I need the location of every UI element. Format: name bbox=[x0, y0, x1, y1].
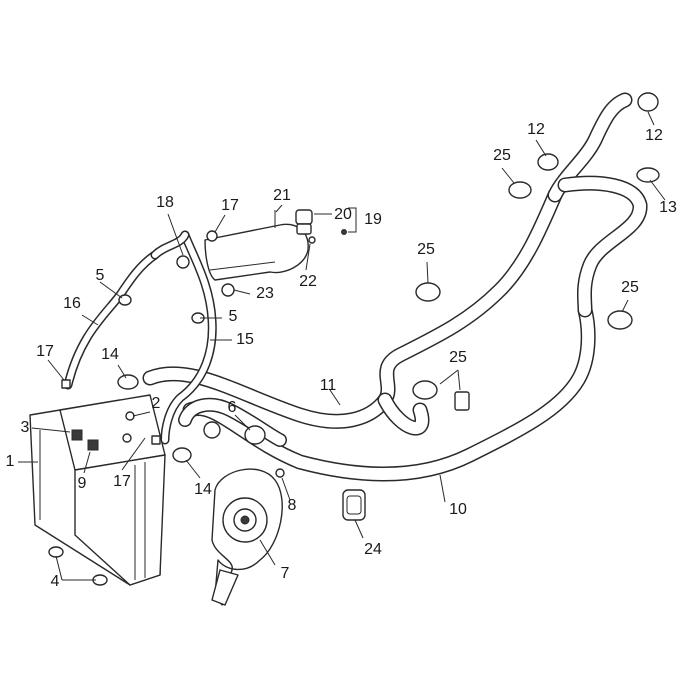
part-24 bbox=[342, 489, 366, 521]
callout-19: 19 bbox=[364, 211, 382, 228]
callout-24: 24 bbox=[364, 541, 382, 558]
callout-10: 10 bbox=[449, 501, 467, 518]
callout-5: 5 bbox=[96, 267, 105, 284]
callout-25-mid: 25 bbox=[417, 241, 435, 258]
callout-12-right: 12 bbox=[645, 127, 663, 144]
callout-25-right: 25 bbox=[621, 279, 639, 296]
callout-13: 13 bbox=[659, 199, 677, 216]
fan-assembly bbox=[211, 468, 285, 606]
callout-9: 9 bbox=[78, 475, 87, 492]
hose-right-branch bbox=[557, 175, 648, 318]
hose-11-bend bbox=[377, 392, 430, 436]
callout-18: 18 bbox=[156, 194, 174, 211]
callout-11: 11 bbox=[320, 377, 337, 394]
callout-5-lower: 5 bbox=[229, 308, 238, 325]
callout-17: 17 bbox=[36, 343, 54, 360]
callout-15: 15 bbox=[236, 331, 254, 348]
clamps-14 bbox=[117, 374, 192, 463]
hose-16 bbox=[63, 250, 160, 390]
hose-16-upper bbox=[150, 230, 190, 260]
callout-12: 12 bbox=[527, 121, 545, 138]
leader-lines bbox=[18, 111, 666, 581]
callout-16: 16 bbox=[63, 295, 81, 312]
callout-8: 8 bbox=[288, 497, 297, 514]
callout-3: 3 bbox=[21, 419, 30, 436]
callout-17-upper: 17 bbox=[221, 197, 239, 214]
callout-1: 1 bbox=[6, 453, 15, 470]
callout-labels: 1 2 3 4 5 5 6 7 8 9 10 11 12 12 13 14 14… bbox=[6, 121, 677, 590]
callout-7: 7 bbox=[281, 565, 290, 582]
expansion-tank bbox=[176, 209, 316, 297]
clamps-12-13 bbox=[537, 92, 660, 183]
callout-25-lower: 25 bbox=[449, 349, 467, 366]
hose-15 bbox=[160, 230, 217, 445]
callout-17-lower: 17 bbox=[113, 473, 131, 490]
radiator bbox=[29, 394, 166, 586]
callout-20: 20 bbox=[334, 206, 352, 223]
callout-4: 4 bbox=[51, 573, 60, 590]
callout-21: 21 bbox=[273, 187, 291, 204]
callout-23: 23 bbox=[256, 285, 274, 302]
hose-ends-17 bbox=[61, 379, 161, 445]
callout-22: 22 bbox=[299, 273, 317, 290]
clamps-5-6 bbox=[118, 294, 266, 445]
hose-11 bbox=[142, 187, 563, 429]
callout-14: 14 bbox=[101, 346, 119, 363]
clamps-25 bbox=[412, 181, 633, 411]
hose-elbow-6 bbox=[178, 397, 287, 447]
callout-6: 6 bbox=[228, 399, 237, 416]
callout-2: 2 bbox=[152, 395, 161, 412]
callout-25-top: 25 bbox=[493, 147, 511, 164]
callout-14-lower: 14 bbox=[194, 481, 212, 498]
